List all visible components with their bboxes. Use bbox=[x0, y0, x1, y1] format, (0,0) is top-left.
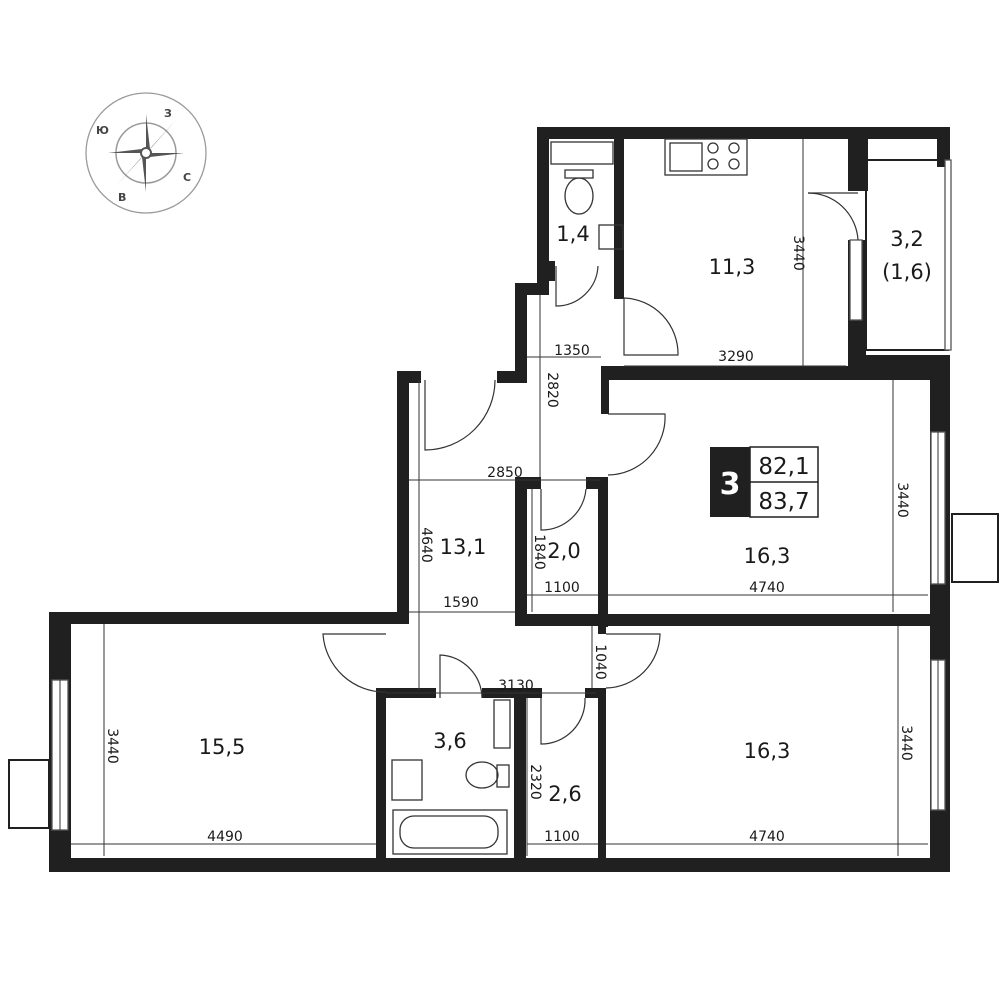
room-area-storage-bottom: 2,6 bbox=[548, 782, 581, 806]
stove-burner-icon bbox=[707, 142, 719, 154]
dim-passage-depth: 1040 bbox=[592, 644, 608, 680]
badge-total-area: 83,7 bbox=[758, 489, 809, 515]
dim-bedroom-top-width: 4740 bbox=[749, 580, 785, 596]
dim-storage-top-width: 1100 bbox=[544, 580, 580, 596]
wc-shelf bbox=[550, 141, 614, 165]
ac-unit-right bbox=[951, 513, 999, 583]
dimension-lines bbox=[71, 139, 928, 856]
badge-living-area: 82,1 bbox=[758, 454, 809, 480]
room-area-balcony-reduced: (1,6) bbox=[882, 260, 932, 284]
compass-letter-north: С bbox=[183, 171, 191, 184]
interior-walls bbox=[376, 139, 930, 872]
room-area-wc: 1,4 bbox=[556, 222, 589, 246]
badge-room-count: 3 bbox=[720, 467, 741, 502]
dim-storage-top-height: 1840 bbox=[531, 534, 547, 570]
bathtub-icon bbox=[392, 809, 508, 855]
dim-kitchen-height: 3440 bbox=[790, 235, 806, 271]
bathroom-sink-icon bbox=[391, 759, 423, 801]
dim-storage-bottom-width: 1100 bbox=[544, 829, 580, 845]
fixtures bbox=[391, 138, 748, 855]
dim-storage-bottom-height: 2320 bbox=[527, 764, 543, 800]
dim-kitchen-width: 3290 bbox=[718, 349, 754, 365]
compass-letter-east: В bbox=[118, 191, 126, 204]
dim-corridor-length: 2820 bbox=[544, 372, 560, 408]
room-areas: 1,4 11,3 3,2 (1,6) 13,1 2,0 16,3 15,5 3,… bbox=[199, 222, 932, 806]
dim-living-width: 4490 bbox=[207, 829, 243, 845]
dim-passage-width: 1590 bbox=[443, 595, 479, 611]
dim-hall-width: 2850 bbox=[487, 465, 523, 481]
balcony-outline bbox=[865, 159, 949, 351]
room-area-living: 15,5 bbox=[199, 735, 246, 759]
kitchen-sink-icon bbox=[669, 142, 703, 172]
room-area-kitchen: 11,3 bbox=[709, 255, 756, 279]
dim-hall-length: 4640 bbox=[418, 527, 434, 563]
towel-rail bbox=[493, 699, 511, 749]
dim-bedroom-bottom-width: 4740 bbox=[749, 829, 785, 845]
compass-letter-west: З bbox=[164, 107, 172, 120]
compass-letter-south: Ю bbox=[96, 124, 109, 137]
dim-corridor-width: 1350 bbox=[554, 343, 590, 359]
dimension-labels: 3440 1350 3290 2820 2850 4640 1840 1100 … bbox=[104, 235, 914, 845]
kitchen-counter bbox=[664, 138, 748, 176]
windows bbox=[8, 159, 999, 831]
toilet-icon bbox=[465, 761, 499, 789]
room-area-bathroom: 3,6 bbox=[433, 729, 466, 753]
dim-bedroom-top-height: 3440 bbox=[894, 482, 910, 518]
window-balcony-outer bbox=[944, 159, 952, 351]
ac-unit-left bbox=[8, 759, 50, 829]
room-area-bedroom-top: 16,3 bbox=[744, 544, 791, 568]
dim-bedroom-bottom-height: 3440 bbox=[898, 725, 914, 761]
window-balcony bbox=[849, 239, 863, 321]
toilet-icon bbox=[564, 177, 594, 215]
room-area-storage-top: 2,0 bbox=[547, 539, 580, 563]
room-area-balcony: 3,2 bbox=[890, 227, 923, 251]
room-area-hall: 13,1 bbox=[440, 535, 487, 559]
compass-rose-icon: Ю З С В bbox=[85, 92, 207, 214]
apartment-badge: 3 82,1 83,7 bbox=[710, 446, 819, 518]
dim-corridor-bottom-width: 3130 bbox=[498, 678, 534, 694]
dim-living-height: 3440 bbox=[104, 728, 120, 764]
wc-sink-icon bbox=[598, 224, 624, 250]
doors bbox=[322, 192, 859, 745]
room-area-bedroom-bottom: 16,3 bbox=[744, 739, 791, 763]
